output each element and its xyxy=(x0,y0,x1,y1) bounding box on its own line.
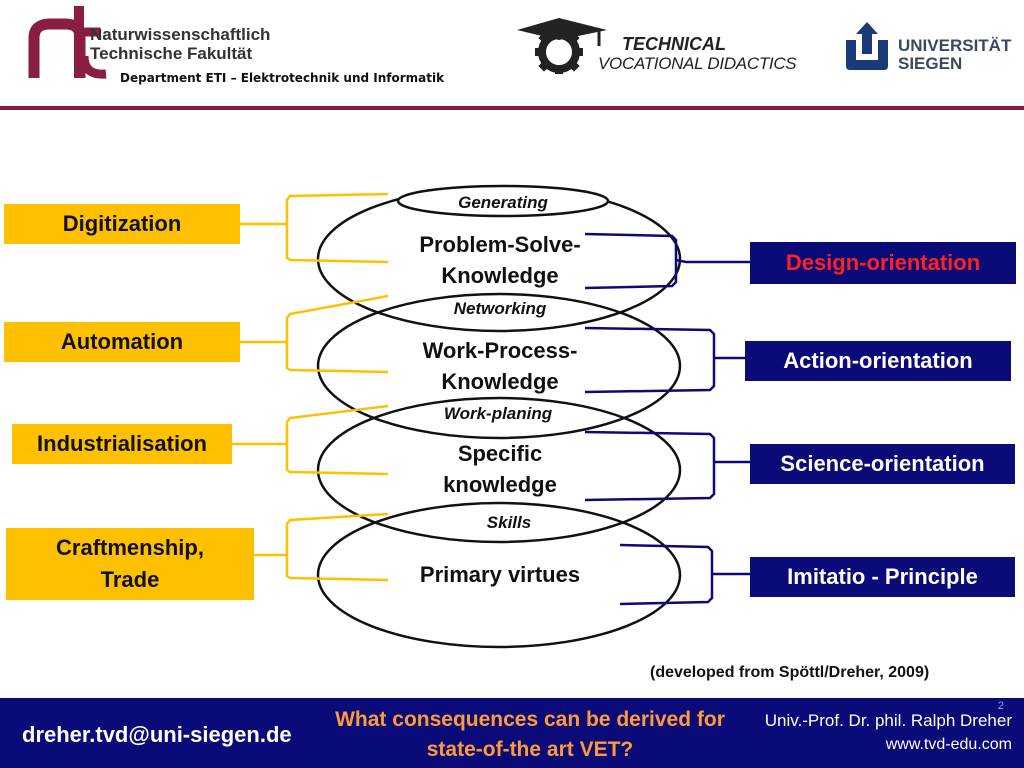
department-label: Department ETI – Elektrotechnik und Info… xyxy=(120,71,445,85)
ellipse-sub-generating: Generating xyxy=(458,193,548,212)
gear-mortarboard-icon xyxy=(517,18,607,74)
ellipse-sub-networking: Networking xyxy=(453,299,547,318)
ellipse-specific xyxy=(316,396,682,544)
right-box-action: Action-orientation xyxy=(745,341,1011,381)
right-box-design: Design-orientation xyxy=(750,242,1016,284)
bracket-craftmenship xyxy=(285,512,389,582)
left-box-label: Automation xyxy=(60,329,184,354)
ellipse-title-specific: Specific knowledge xyxy=(443,441,557,497)
right-box-label: Design-orientation xyxy=(785,250,981,275)
footer-email: dreher.tvd@uni-siegen.de xyxy=(22,722,292,747)
university-line-2: SIEGEN xyxy=(898,54,963,73)
faculty-line-2: Technische Fakultät xyxy=(90,44,253,63)
left-box-craftmenship: Craftmenship, Trade xyxy=(6,528,254,600)
footer-url: www.tvd-edu.com xyxy=(885,736,1012,753)
faculty-name: Naturwissenschaftlich Technische Fakultä… xyxy=(90,25,270,63)
right-box-label: Action-orientation xyxy=(783,348,973,373)
ellipse-title-primary: Primary virtues xyxy=(419,562,581,587)
slide-number: 2 xyxy=(997,700,1004,712)
left-box-label: Craftmenship, Trade xyxy=(56,535,204,592)
university-name: UNIVERSITÄT SIEGEN xyxy=(898,37,1011,73)
tvd-title: TECHNICAL xyxy=(622,34,726,54)
right-box-imitatio: Imitatio - Principle xyxy=(750,557,1015,597)
university-line-1: UNIVERSITÄT xyxy=(898,36,1012,55)
university-logo-icon xyxy=(846,22,888,70)
ellipse-sub-skills: Skills xyxy=(486,513,532,532)
tvd-subtitle: VOCATIONAL DIDACTICS xyxy=(598,54,797,73)
right-box-label: Science-orientation xyxy=(780,451,985,476)
ellipse-work-process xyxy=(316,292,682,440)
bracket-action xyxy=(584,326,716,394)
left-box-industrialisation: Industrialisation xyxy=(12,424,232,464)
faculty-logo-icon xyxy=(28,6,107,79)
ellipse-title-work-process: Work-Process- Knowledge xyxy=(422,338,578,394)
ellipse-primary xyxy=(316,501,682,649)
bracket-digitization xyxy=(285,192,389,264)
footer-bar xyxy=(0,698,1024,768)
header-divider xyxy=(0,106,1024,110)
ellipse-generating xyxy=(396,184,610,218)
ellipse-title-problem-solve: Problem-Solve- Knowledge xyxy=(419,232,581,288)
left-box-label: Digitization xyxy=(62,211,182,236)
bracket-imitatio xyxy=(619,543,714,606)
footer-question: What consequences can be derived for sta… xyxy=(335,708,725,761)
right-box-label: Imitatio - Principle xyxy=(787,564,978,589)
left-box-automation: Automation xyxy=(4,322,240,362)
source-citation: (developed from Spöttl/Dreher, 2009) xyxy=(650,664,930,681)
ellipse-sub-work-planing: Work-planing xyxy=(443,404,553,423)
bracket-science xyxy=(584,430,716,502)
left-box-label: Industrialisation xyxy=(37,431,207,456)
bracket-industrialisation xyxy=(285,404,389,476)
right-box-science: Science-orientation xyxy=(750,444,1015,484)
left-box-digitization: Digitization xyxy=(4,204,240,244)
footer-author: Univ.-Prof. Dr. phil. Ralph Dreher xyxy=(764,711,1012,730)
faculty-line-1: Naturwissenschaftlich xyxy=(90,25,271,44)
